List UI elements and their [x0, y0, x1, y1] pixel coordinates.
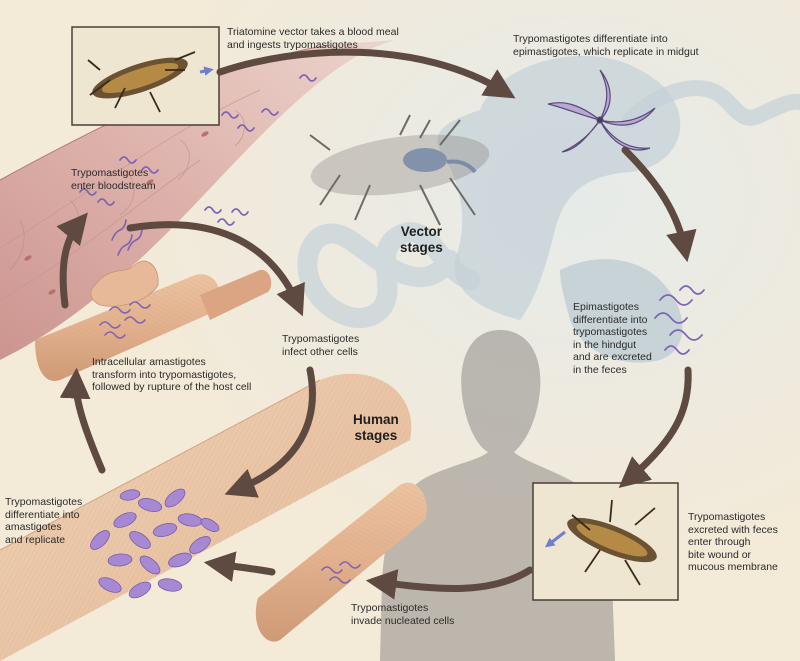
label-epi-to-trypo: Epimastigotes differentiate into trypoma…	[573, 301, 652, 376]
arrow-transform-to-bloodstream	[56, 212, 88, 309]
label-invade-nucleated: Trypomastigotes invade nucleated cells	[351, 602, 455, 627]
arrow-excretion-to-invade	[365, 566, 534, 600]
muscle-fiber-upper	[35, 260, 272, 381]
arrow-vector-to-midgut	[216, 48, 516, 99]
label-infect-other-cells: Trypomastigotes infect other cells	[282, 333, 360, 358]
human-stages-title: Human stages	[353, 412, 399, 443]
bloodstream-trypomastigotes	[79, 74, 317, 226]
arrow-rupture-to-infect	[126, 221, 305, 317]
inset-excretion	[532, 482, 679, 601]
label-intracellular-amastigotes: Intracellular amastigotes transform into…	[92, 356, 252, 393]
label-excreted-feces: Trypomastigotes excreted with feces ente…	[688, 511, 778, 573]
arrow-invade-to-amastigote	[203, 551, 276, 582]
label-trypo-to-amastigotes: Trypomastigotes differentiate into amast…	[5, 496, 83, 546]
vector-bug-center	[309, 114, 490, 226]
label-differentiate-epimastigotes: Trypomastigotes differentiate into epima…	[513, 33, 699, 58]
label-blood-meal: Triatomine vector takes a blood meal and…	[227, 26, 399, 51]
arrow-infect-to-amastigote	[224, 366, 316, 498]
amastigote-cluster	[90, 488, 220, 599]
vector-stages-title: Vector stages	[400, 224, 443, 255]
blood-vessel	[0, 40, 395, 360]
muscle-fiber-lower	[255, 482, 427, 642]
muscle-fiber-large	[0, 373, 412, 661]
intracellular-parasites	[99, 219, 361, 584]
inset-blood-meal	[71, 26, 220, 126]
label-enter-bloodstream: Trypomastigotes enter bloodstream	[71, 167, 156, 192]
arrow-hindgut-to-excretion	[618, 366, 692, 488]
epimastigotes-midgut	[547, 69, 656, 153]
cycle-arrows	[56, 48, 697, 600]
trypomastigotes-hindgut	[654, 285, 705, 355]
arrow-amastigote-to-transform	[59, 367, 106, 474]
arrow-midgut-to-hindgut	[621, 146, 697, 263]
